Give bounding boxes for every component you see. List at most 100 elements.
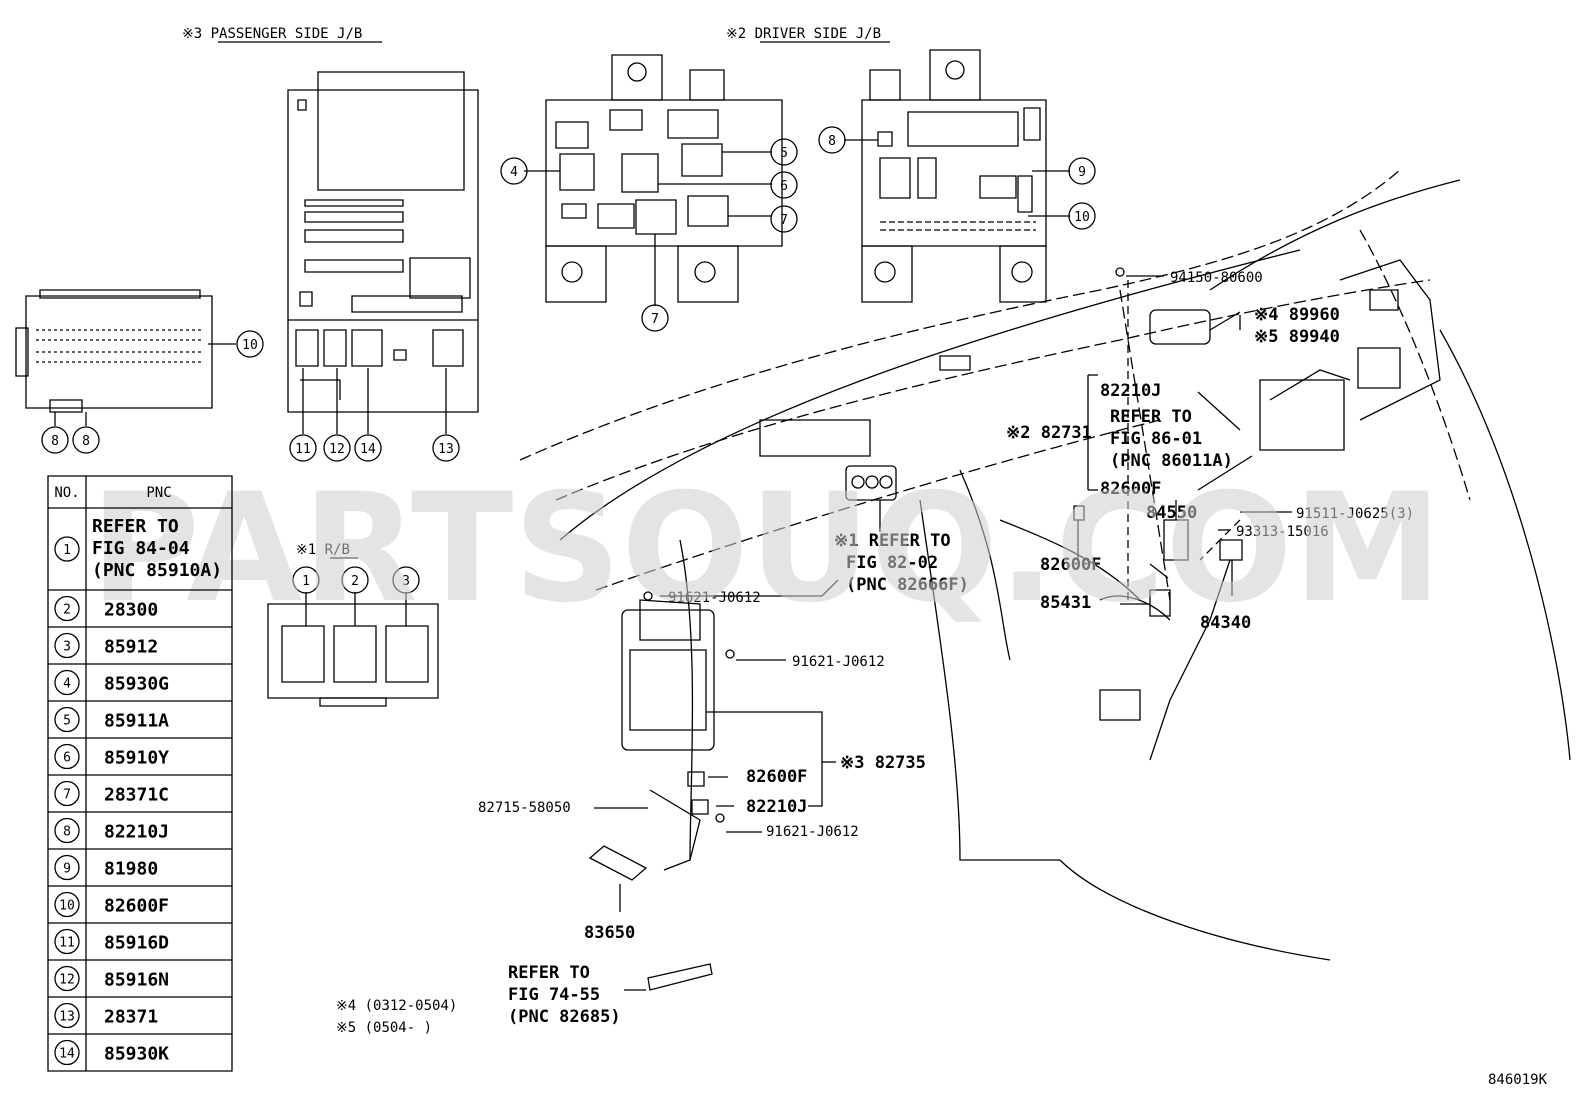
callout-text: 11 xyxy=(295,442,311,457)
callout-10b: 10 xyxy=(237,331,263,357)
callout-text: 8 xyxy=(51,434,59,449)
passenger-jb-side-view xyxy=(16,290,236,426)
row-number-circle xyxy=(55,930,79,954)
callout-9: 9 xyxy=(1069,158,1095,184)
callout-text: 1 xyxy=(302,574,310,589)
part-89940[interactable]: ※5 89940 xyxy=(1254,327,1340,347)
driver-jb-front xyxy=(524,55,782,306)
ref-fig82-line2[interactable]: FIG 82-02 xyxy=(846,553,938,573)
row-number-circle xyxy=(55,745,79,769)
row-pnc[interactable]: 85912 xyxy=(104,637,158,658)
part-91621-j0612-a[interactable]: 91621-J0612 xyxy=(668,590,761,606)
callout-6: 6 xyxy=(771,172,797,198)
ref-fig86-line3[interactable]: (PNC 86011A) xyxy=(1110,451,1233,471)
part-83650[interactable]: 83650 xyxy=(584,923,635,943)
callout-text: 4 xyxy=(510,165,518,180)
part-82210j-top[interactable]: 82210J xyxy=(1100,381,1161,401)
callout-8c: 8 xyxy=(73,427,99,453)
row-pnc[interactable]: 85930K xyxy=(104,1044,169,1065)
part-82600f-mid[interactable]: 82600F xyxy=(1040,555,1101,575)
dashboard-solid xyxy=(560,180,1570,960)
note-4-range: ※4 (0312-0504) xyxy=(336,998,457,1014)
driver-jb-back xyxy=(844,50,1070,302)
row-number-circle xyxy=(55,1004,79,1028)
row-number-circle xyxy=(55,967,79,991)
row-number-circle xyxy=(55,708,79,732)
row-number-circle xyxy=(55,893,79,917)
callout-text: 8 xyxy=(828,134,836,149)
part-82600f-low[interactable]: 82600F xyxy=(746,767,807,787)
figure-id: 846019K xyxy=(1488,1072,1548,1088)
part-84550[interactable]: 84550 xyxy=(1146,503,1197,523)
passenger-jb-drawing xyxy=(288,72,478,434)
callout-text: 8 xyxy=(82,434,90,449)
callout-7b: 7 xyxy=(642,305,668,331)
part-89960[interactable]: ※4 89960 xyxy=(1254,305,1340,325)
callout-4: 4 xyxy=(501,158,527,184)
header-passenger-jb: ※3 PASSENGER SIDE J/B xyxy=(182,26,362,42)
callout-8a: 8 xyxy=(819,127,845,153)
row-number: 9 xyxy=(63,862,71,877)
row-pnc[interactable]: 85930G xyxy=(104,674,169,695)
row-number-circle xyxy=(55,1041,79,1065)
part-94150-80600[interactable]: 94150-80600 xyxy=(1170,270,1263,286)
row-pnc[interactable]: 82600F xyxy=(104,896,169,917)
callout-text: 9 xyxy=(1078,165,1086,180)
part-82735[interactable]: ※3 82735 xyxy=(840,753,926,773)
row-pnc[interactable]: 28371 xyxy=(104,1007,158,1028)
row-number: 7 xyxy=(63,788,71,803)
row-pnc-line[interactable]: FIG 84-04 xyxy=(92,538,190,559)
ref-fig74-line1[interactable]: REFER TO xyxy=(508,963,590,983)
callout-7a: 7 xyxy=(771,206,797,232)
row-number-circle xyxy=(55,782,79,806)
callout-text: 12 xyxy=(329,442,345,457)
ref-fig86-line1[interactable]: REFER TO xyxy=(1110,407,1192,427)
row-number: 14 xyxy=(59,1047,75,1062)
relay-block-drawing xyxy=(268,592,438,706)
part-82731[interactable]: ※2 82731 xyxy=(1006,423,1092,443)
row-number: 6 xyxy=(63,751,71,766)
part-82600f-top[interactable]: 82600F xyxy=(1100,479,1161,499)
ref-fig82-line1[interactable]: ※1 REFER TO xyxy=(834,531,951,551)
part-icons xyxy=(590,268,1350,990)
part-82715-58050[interactable]: 82715-58050 xyxy=(478,800,571,816)
row-number: 11 xyxy=(59,936,75,951)
row-number-circle xyxy=(55,671,79,695)
part-91621-j0612-b[interactable]: 91621-J0612 xyxy=(792,654,885,670)
part-93313-15016[interactable]: 93313-15016 xyxy=(1236,524,1329,540)
callout-12: 12 xyxy=(324,435,350,461)
row-pnc[interactable]: 28371C xyxy=(104,785,169,806)
part-91511-j0625[interactable]: 91511-J0625(3) xyxy=(1296,506,1414,522)
part-91621-j0612-c[interactable]: 91621-J0612 xyxy=(766,824,859,840)
ref-fig74-line3[interactable]: (PNC 82685) xyxy=(508,1007,621,1027)
row-pnc[interactable]: 85916N xyxy=(104,970,169,991)
part-85431[interactable]: 85431 xyxy=(1040,593,1091,613)
callout-text: 7 xyxy=(780,213,788,228)
row-pnc[interactable]: 28300 xyxy=(104,600,158,621)
row-number: 12 xyxy=(59,973,75,988)
part-82210j-low[interactable]: 82210J xyxy=(746,797,807,817)
row-number: 13 xyxy=(59,1010,75,1025)
ref-fig86-line2[interactable]: FIG 86-01 xyxy=(1110,429,1202,449)
callout-13: 13 xyxy=(433,435,459,461)
row-pnc[interactable]: 82210J xyxy=(104,822,169,843)
table-frame xyxy=(48,476,232,1071)
callout-text: 10 xyxy=(242,338,258,353)
row-pnc[interactable]: 85916D xyxy=(104,933,169,954)
ref-fig82-line3[interactable]: (PNC 82666F) xyxy=(846,575,969,595)
part-84340[interactable]: 84340 xyxy=(1200,613,1251,633)
callout-8b: 8 xyxy=(42,427,68,453)
row-number: 4 xyxy=(63,677,71,692)
row-pnc[interactable]: 81980 xyxy=(104,859,158,880)
table-header-no: NO. xyxy=(54,485,79,501)
row-number: 3 xyxy=(63,640,71,655)
row-pnc-line[interactable]: REFER TO xyxy=(92,516,179,537)
row-pnc-line[interactable]: (PNC 85910A) xyxy=(92,560,222,581)
callout-text: 3 xyxy=(402,574,410,589)
row-pnc[interactable]: 85910Y xyxy=(104,748,169,769)
ref-fig74-line2[interactable]: FIG 74-55 xyxy=(508,985,600,1005)
row-pnc[interactable]: 85911A xyxy=(104,711,169,732)
callout-r3: 3 xyxy=(393,567,419,593)
